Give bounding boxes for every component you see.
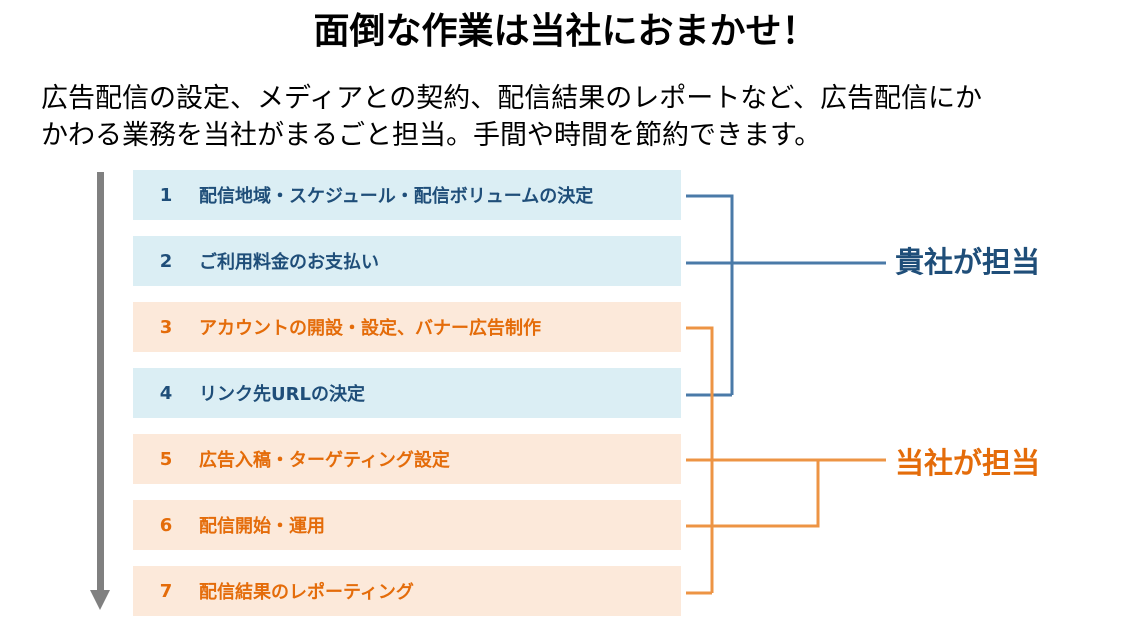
client-bracket bbox=[686, 194, 886, 397]
step-label: 広告入稿・ターゲティング設定 bbox=[199, 450, 450, 471]
step-number: 6 bbox=[159, 514, 173, 536]
step-label: リンク先URLの決定 bbox=[199, 384, 365, 405]
us-bracket-step-6 bbox=[686, 460, 820, 528]
step-1: 1 配信地域・スケジュール・配信ボリュームの決定 bbox=[133, 170, 681, 220]
step-5: 5 広告入稿・ターゲティング設定 bbox=[133, 434, 681, 484]
flow-arrow bbox=[97, 172, 104, 594]
step-number: 5 bbox=[159, 448, 173, 470]
intro-line-1: 広告配信の設定、メディアとの契約、配信結果のレポートなど、広告配信にか bbox=[41, 83, 982, 114]
us-bracket-step-3 bbox=[686, 326, 714, 593]
step-2: 2 ご利用料金のお支払い bbox=[133, 236, 681, 286]
step-7: 7 配信結果のレポーティング bbox=[133, 566, 681, 616]
intro-text: 広告配信の設定、メディアとの契約、配信結果のレポートなど、広告配信にか かわる業… bbox=[41, 80, 1101, 154]
flow-arrow-head bbox=[90, 590, 110, 610]
us-bracket bbox=[686, 326, 886, 595]
step-label: 配信地域・スケジュール・配信ボリュームの決定 bbox=[199, 186, 594, 207]
page-title: 面倒な作業は当社におまかせ！ bbox=[313, 11, 818, 52]
step-number: 2 bbox=[159, 250, 173, 272]
client-responsibility-label: 貴社が担当 bbox=[895, 245, 1041, 279]
step-number: 3 bbox=[159, 316, 173, 338]
step-number: 1 bbox=[159, 184, 173, 206]
client-bracket-step-1 bbox=[686, 194, 734, 395]
step-label: ご利用料金のお支払い bbox=[199, 252, 379, 273]
step-6: 6 配信開始・運用 bbox=[133, 500, 681, 550]
step-label: アカウントの開設・設定、バナー広告制作 bbox=[199, 318, 541, 339]
step-label: 配信開始・運用 bbox=[199, 516, 325, 537]
step-number: 4 bbox=[159, 382, 173, 404]
step-label: 配信結果のレポーティング bbox=[199, 582, 414, 603]
step-3: 3 アカウントの開設・設定、バナー広告制作 bbox=[133, 302, 681, 352]
step-4: 4 リンク先URLの決定 bbox=[133, 368, 681, 418]
company-responsibility-label: 当社が担当 bbox=[895, 446, 1041, 480]
step-number: 7 bbox=[159, 580, 173, 602]
intro-line-2: かわる業務を当社がまるごと担当。手間や時間を節約できます。 bbox=[41, 120, 822, 151]
